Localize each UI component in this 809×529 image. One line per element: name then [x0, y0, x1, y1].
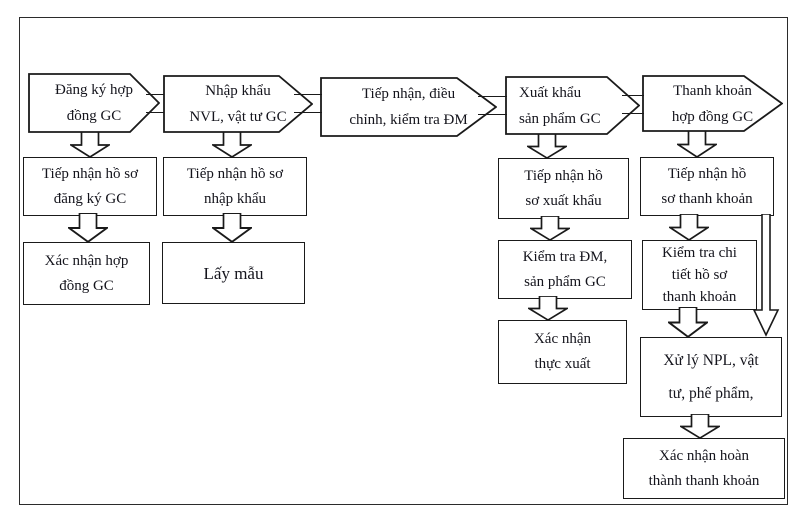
text-line: tiết hồ sơ	[671, 267, 728, 283]
process-box-xac-nhan-hop-dong: Xác nhận hợp đồng GC	[23, 242, 150, 305]
text-line: sản phẩm GC	[519, 110, 601, 127]
text-line: NVL, vật tư GC	[189, 109, 287, 125]
process-box-tiep-nhan-ho-so-xuat-khau: Tiếp nhận hồ sơ xuất khẩu	[498, 158, 629, 219]
text-line: Xác nhận	[533, 331, 592, 347]
banner-text: Xuất khẩu sản phẩm GC	[505, 76, 676, 135]
down-arrow-icon	[680, 414, 720, 439]
process-box-tiep-nhan-ho-so-thanh-khoan: Tiếp nhận hồ sơ thanh khoản	[640, 157, 774, 216]
text-line: Tiếp nhận, điều	[361, 86, 456, 102]
text-line: nhập khẩu	[203, 190, 267, 207]
process-box-tiep-nhan-ho-so-dang-ky: Tiếp nhận hồ sơ đăng ký GC	[23, 157, 157, 216]
process-box-kiem-tra-chi-tiet: Kiểm tra chi tiết hồ sơ thanh khoản	[642, 240, 757, 310]
text-line: sản phẩm GC	[524, 273, 606, 290]
down-arrow-icon	[527, 134, 567, 159]
text-line: chỉnh, kiểm tra ĐM	[349, 112, 468, 128]
process-box-xac-nhan-thuc-xuat: Xác nhận thực xuất	[498, 320, 627, 384]
text-line: sơ xuất khẩu	[525, 192, 602, 209]
flow-step-banner-xuat-khau: Xuất khẩu sản phẩm GC	[505, 76, 640, 135]
connector-bar	[294, 94, 322, 113]
text-line: đồng GC	[59, 277, 114, 294]
pentagon-banner-icon	[320, 77, 497, 137]
text-line: Xử lý NPL, vật	[663, 352, 759, 369]
text-line: Xuất khẩu	[519, 84, 582, 101]
text-line: đăng ký GC	[53, 190, 127, 207]
process-box-xu-ly-npl: Xử lý NPL, vật tư, phế phẩm,	[640, 337, 782, 417]
pentagon-banner-icon	[163, 75, 313, 133]
down-arrow-icon	[669, 214, 709, 241]
text-line: sơ thanh khoản	[661, 190, 753, 207]
flow-step-banner-tiep-nhan-dm: Tiếp nhận, điều chỉnh, kiểm tra ĐM	[320, 77, 497, 137]
connector-bar	[622, 95, 644, 114]
text-line: đồng GC	[66, 108, 122, 124]
banner-text: Thanh khoản hợp đồng GC	[642, 75, 809, 132]
text-line: Xác nhận hợp	[44, 252, 129, 269]
banner-text: Tiếp nhận, điều chỉnh, kiểm tra ĐM	[320, 77, 523, 137]
pentagon-banner-icon	[505, 76, 640, 135]
text-line: thực xuất	[534, 356, 591, 372]
text-line: Tiếp nhận hồ	[524, 167, 603, 184]
banner-text: Nhập khẩu NVL, vật tư GC	[163, 75, 331, 133]
text-line: Thanh khoản	[673, 82, 752, 99]
bypass-arrow-icon	[752, 214, 780, 337]
down-arrow-icon	[677, 131, 717, 158]
process-box-tiep-nhan-ho-so-nhap-khau: Tiếp nhận hồ sơ nhập khẩu	[163, 157, 307, 216]
text-line: Lấy mẫu	[203, 263, 264, 283]
pentagon-banner-icon	[642, 75, 783, 132]
down-arrow-icon	[70, 132, 110, 158]
text-line: tư, phế phẩm,	[668, 385, 754, 402]
text-line: Tiếp nhận hồ	[667, 165, 747, 182]
connector-bar	[146, 94, 164, 113]
text-line: thành thanh khoản	[648, 472, 760, 489]
down-arrow-icon	[212, 132, 252, 158]
pentagon-banner-icon	[28, 73, 160, 133]
connector-bar	[478, 96, 507, 115]
flow-step-banner-dang-ky: Đăng ký hợp đồng GC	[28, 73, 160, 133]
down-arrow-icon	[68, 213, 108, 243]
down-arrow-icon	[212, 213, 252, 243]
text-line: thanh khoản	[662, 289, 737, 305]
process-box-lay-mau: Lấy mẫu	[162, 242, 305, 304]
text-line: hợp đồng GC	[671, 108, 754, 125]
text-line: Kiểm tra chi	[662, 245, 737, 261]
text-line: Đăng ký hợp	[55, 82, 133, 98]
process-box-kiem-tra-dm: Kiểm tra ĐM, sản phẩm GC	[498, 240, 632, 299]
flow-step-banner-thanh-khoan: Thanh khoản hợp đồng GC	[642, 75, 783, 132]
text-line: Xác nhận hoàn	[659, 447, 749, 464]
text-line: Tiếp nhận hồ sơ	[186, 165, 284, 182]
flow-step-banner-nhap-khau: Nhập khẩu NVL, vật tư GC	[163, 75, 313, 133]
text-line: Kiểm tra ĐM,	[522, 248, 608, 265]
down-arrow-icon	[528, 296, 568, 321]
text-line: Tiếp nhận hồ sơ	[41, 165, 139, 182]
banner-text: Đăng ký hợp đồng GC	[28, 73, 180, 133]
process-box-xac-nhan-hoan-thanh: Xác nhận hoàn thành thanh khoản	[623, 438, 785, 499]
down-arrow-icon	[530, 216, 570, 241]
text-line: Nhập khẩu	[205, 83, 271, 99]
down-arrow-icon	[668, 307, 708, 338]
